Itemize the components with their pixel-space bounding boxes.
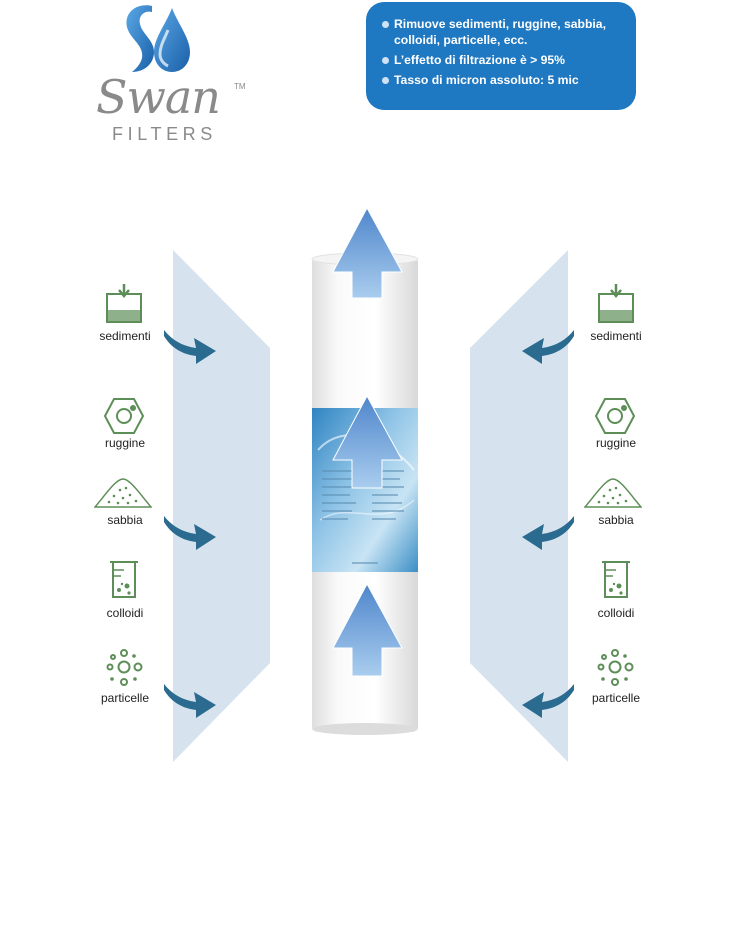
beaker-icon [110,561,138,598]
rust-nut-icon [104,398,144,434]
inflow-arrow-icon [164,330,216,364]
inflow-arrow-icon [164,684,216,718]
sand-pile-icon [94,478,152,508]
feature-item: Tasso di micron assoluto: 5 mic [382,72,626,88]
sand-pile-icon [584,478,642,508]
inflow-arrow-icon [522,330,574,364]
contaminant-label-colloids: colloidi [106,606,144,620]
contaminant-label-particles: particelle [591,691,641,705]
feature-item: Rimuove sedimenti, ruggine, sabbia, coll… [382,16,626,48]
rust-nut-icon [595,398,635,434]
inflow-arrow-icon [522,684,574,718]
swan-logo-icon [126,5,190,73]
contaminant-label-colloids: colloidi [597,606,635,620]
features-box: Rimuove sedimenti, ruggine, sabbia, coll… [366,2,636,110]
inflow-arrow-icon [164,516,216,550]
upflow-arrow-icon [332,582,403,677]
right-flow-panel [470,250,568,762]
left-flow-panel [173,250,270,762]
particles-icon [106,649,143,686]
sediment-icon [598,284,634,323]
contaminant-label-rust: ruggine [595,436,637,450]
contaminant-label-particles: particelle [100,691,150,705]
brand-subtitle: FILTERS [112,124,217,144]
upflow-arrow-icon [332,206,403,299]
inflow-arrow-icon [522,516,574,550]
brand-trademark: TM [234,82,246,91]
sediment-icon [106,284,142,323]
contaminant-label-sediments: sedimenti [99,329,151,343]
brand-name: Swan [96,70,221,124]
particles-icon [597,649,634,686]
upflow-arrow-icon [332,394,403,489]
feature-item: L’effetto di filtrazione è > 95% [382,52,626,68]
contaminant-label-sand: sabbia [107,513,143,527]
contaminant-label-rust: ruggine [104,436,146,450]
contaminant-label-sand: sabbia [598,513,634,527]
contaminant-label-sediments: sedimenti [590,329,642,343]
beaker-icon [602,561,630,598]
